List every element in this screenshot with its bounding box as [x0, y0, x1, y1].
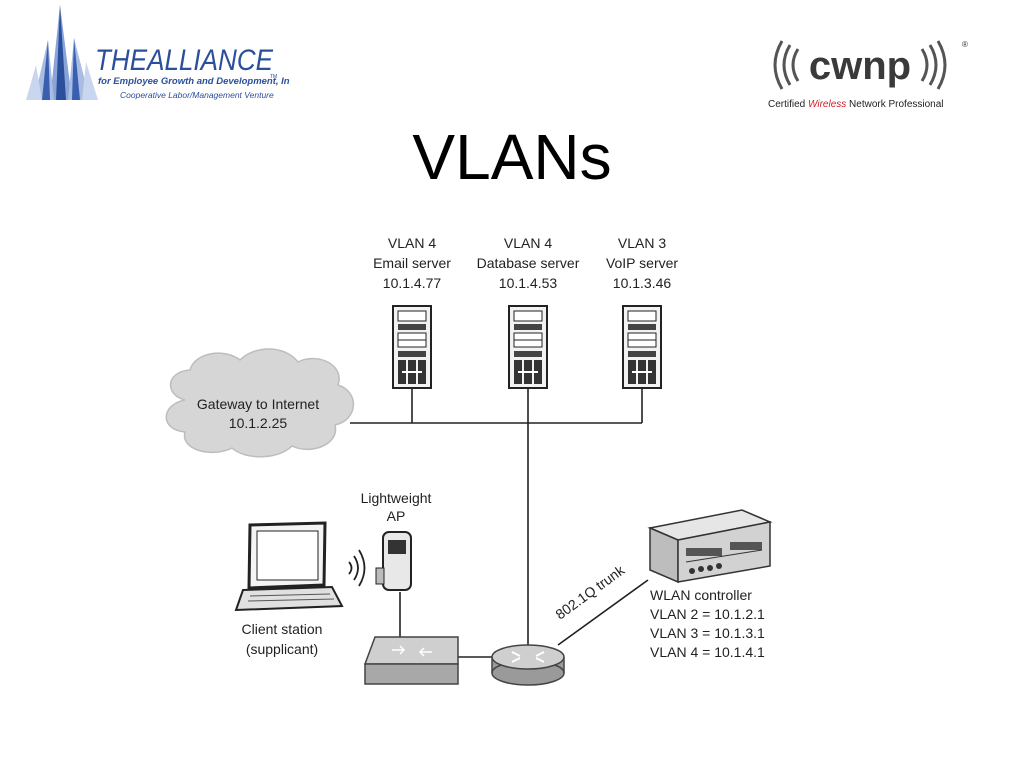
alliance-logo: THEALLIANCE for Employee Growth and Deve…: [26, 5, 290, 100]
wireless-signal-icon: [348, 549, 366, 587]
alliance-subtitle: for Employee Growth and Development, Inc…: [98, 76, 290, 87]
router: [491, 644, 565, 686]
controller-title: WLAN controller: [650, 587, 752, 603]
client-label-line1: Client station: [242, 621, 323, 637]
access-point-icon: [375, 531, 412, 591]
laptop-icon: [234, 521, 344, 612]
server-icon: [508, 305, 548, 389]
controller-vlan: VLAN 4 = 10.1.4.1: [650, 644, 765, 660]
cwnp-tagline-pre: Certified: [768, 99, 808, 110]
switch-icon: [363, 636, 459, 685]
lightweight-ap: Lightweight AP: [348, 490, 432, 591]
cwnp-registered: ®: [962, 40, 968, 49]
server-role: VoIP server: [606, 255, 678, 271]
cwnp-tagline-post: Network Professional: [846, 99, 943, 110]
trunk-label: 802.1Q trunk: [552, 561, 628, 622]
client-station: Client station (supplicant): [234, 521, 344, 657]
alliance-name: THEALLIANCE: [95, 44, 274, 77]
server-database: VLAN 4 Database server 10.1.4.53: [477, 235, 580, 389]
cwnp-tagline-accent: Wireless: [808, 99, 846, 110]
server-icon: [622, 305, 662, 389]
server-email: VLAN 4 Email server 10.1.4.77: [373, 235, 451, 389]
controller-vlan: VLAN 3 = 10.1.3.1: [650, 625, 765, 641]
alliance-tagline: Cooperative Labor/Management Venture: [120, 90, 274, 100]
wlan-controller-icon: [647, 509, 773, 584]
cwnp-name: cwnp: [809, 44, 911, 88]
server-role: Email server: [373, 255, 451, 271]
switch: [363, 636, 459, 685]
wlan-controller: WLAN controller VLAN 2 = 10.1.2.1 VLAN 3…: [647, 509, 773, 660]
ap-label-line1: Lightweight: [361, 490, 432, 506]
server-voip: VLAN 3 VoIP server 10.1.3.46: [606, 235, 678, 389]
network-links: [350, 389, 649, 658]
server-vlan: VLAN 4: [388, 235, 436, 251]
page-title: VLANs: [412, 121, 612, 193]
server-vlan: VLAN 3: [618, 235, 666, 251]
cwnp-tagline: Certified Wireless Network Professional: [768, 99, 944, 110]
alliance-tower-icon: [26, 5, 98, 100]
controller-vlan: VLAN 2 = 10.1.2.1: [650, 606, 765, 622]
cwnp-logo: cwnp ® Certified Wireless Network Profes…: [768, 40, 968, 110]
server-ip: 10.1.3.46: [613, 275, 672, 291]
gateway-ip: 10.1.2.25: [229, 415, 288, 431]
cwnp-wave-icon: [773, 40, 947, 90]
server-icon: [392, 305, 432, 389]
server-ip: 10.1.4.77: [383, 275, 442, 291]
server-vlan: VLAN 4: [504, 235, 552, 251]
cloud-icon: [165, 348, 355, 458]
gateway-cloud: Gateway to Internet 10.1.2.25: [165, 348, 355, 458]
ap-label-line2: AP: [387, 508, 406, 524]
gateway-label: Gateway to Internet: [197, 396, 319, 412]
server-role: Database server: [477, 255, 580, 271]
alliance-tm: TM: [270, 74, 277, 80]
server-ip: 10.1.4.53: [499, 275, 558, 291]
router-icon: [491, 644, 565, 686]
client-label-line2: (supplicant): [246, 641, 318, 657]
